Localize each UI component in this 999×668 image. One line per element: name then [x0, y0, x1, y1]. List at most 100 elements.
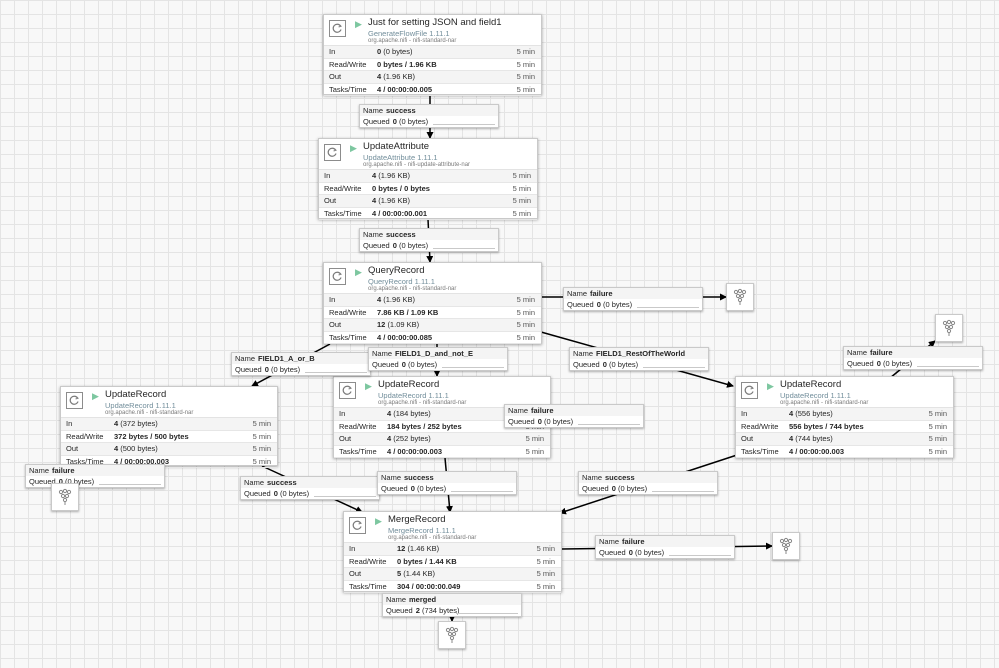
- processor-icon: [329, 268, 346, 285]
- processor-type: GenerateFlowFile 1.11.1: [368, 29, 450, 38]
- conn-queued-count: 0: [596, 300, 601, 309]
- funnel-f4[interactable]: [772, 532, 800, 560]
- funnel-f3[interactable]: [51, 483, 79, 511]
- stat-label-tasks: Tasks/Time: [741, 446, 779, 456]
- stat-label-in: In: [339, 409, 346, 418]
- processor-p4[interactable]: ▶ UpdateRecord UpdateRecord 1.11.1 org.a…: [60, 386, 278, 468]
- conn-queued-size: (0 bytes): [416, 484, 447, 493]
- processor-type: UpdateRecord 1.11.1: [105, 401, 176, 410]
- stat-window: 5 min: [252, 456, 271, 466]
- stat-window: 5 min: [516, 295, 535, 304]
- conn-name: failure: [52, 466, 75, 475]
- conn-queued-key: Queued: [582, 484, 609, 493]
- conn-queued-size: (0 bytes): [608, 360, 639, 369]
- processor-p3[interactable]: ▶ QueryRecord QueryRecord 1.11.1 org.apa…: [323, 262, 542, 344]
- processor-p2[interactable]: ▶ UpdateAttribute UpdateAttribute 1.11.1…: [318, 138, 538, 220]
- conn-queued-count: 0: [58, 477, 63, 486]
- stat-label-in: In: [329, 295, 336, 304]
- conn-name: success: [605, 473, 635, 482]
- processor-p1[interactable]: ▶ Just for setting JSON and field1 Gener…: [323, 14, 542, 96]
- stat-label-in: In: [324, 171, 331, 180]
- queue-bar: [305, 370, 367, 373]
- conn-name: failure: [622, 537, 645, 546]
- conn-name-key: Name: [381, 473, 402, 482]
- processor-bundle: org.apache.nifi - nifi-standard-nar: [378, 400, 467, 406]
- processor-p7[interactable]: ▶ MergeRecord MergeRecord 1.11.1 org.apa…: [343, 511, 562, 593]
- stat-label-out: Out: [339, 434, 352, 443]
- processor-bundle: org.apache.nifi - nifi-standard-nar: [388, 535, 477, 541]
- processor-icon: [66, 392, 83, 409]
- stat-rw: 0 bytes / 0 bytes: [372, 183, 430, 193]
- stat-window: 5 min: [516, 332, 535, 342]
- conn-name-key: Name: [386, 595, 407, 604]
- stat-window: 5 min: [516, 47, 535, 56]
- conn-queued-size: (0 bytes): [407, 360, 438, 369]
- stat-out: 4 (500 bytes): [114, 444, 158, 453]
- stat-label-tasks: Tasks/Time: [329, 84, 367, 94]
- processor-icon: [324, 144, 341, 161]
- stat-window: 5 min: [512, 183, 531, 193]
- processor-icon: [741, 382, 758, 399]
- stat-out: 12 (1.09 KB): [377, 320, 420, 329]
- conn-queued-size: (0 bytes): [882, 359, 913, 368]
- running-icon: ▶: [355, 19, 362, 29]
- stat-in: 4 (372 bytes): [114, 419, 158, 428]
- stat-label-in: In: [66, 419, 73, 428]
- stat-label-rw: Read/Write: [66, 431, 104, 441]
- conn-queued-count: 0: [876, 359, 881, 368]
- conn-name: FIELD1_A_or_B: [258, 354, 315, 363]
- stat-in: 4 (1.96 KB): [372, 171, 410, 180]
- funnel-f1[interactable]: [726, 283, 754, 311]
- stat-window: 5 min: [516, 72, 535, 81]
- stat-tasks: 4 / 00:00:00.085: [377, 332, 433, 342]
- stat-window: 5 min: [928, 446, 947, 456]
- stat-rw: 556 bytes / 744 bytes: [789, 421, 864, 431]
- funnel-f2[interactable]: [935, 314, 963, 342]
- conn-name-key: Name: [599, 537, 620, 546]
- stat-window: 5 min: [252, 431, 271, 441]
- running-icon: ▶: [350, 143, 357, 153]
- stat-label-tasks: Tasks/Time: [349, 581, 387, 591]
- queue-bar: [442, 365, 504, 368]
- stat-label-in: In: [349, 544, 356, 553]
- processor-type: UpdateRecord 1.11.1: [780, 391, 851, 400]
- conn-name: failure: [870, 348, 893, 357]
- stat-in: 4 (184 bytes): [387, 409, 431, 418]
- stat-in: 12 (1.46 KB): [397, 544, 440, 553]
- stat-label-in: In: [329, 47, 336, 56]
- conn-queued-count: 0: [410, 484, 415, 493]
- conn-queued-count: 0: [537, 417, 542, 426]
- stat-in: 4 (1.96 KB): [377, 295, 415, 304]
- funnel-icon: [58, 488, 72, 505]
- processor-p6[interactable]: ▶ UpdateRecord UpdateRecord 1.11.1 org.a…: [735, 376, 954, 458]
- conn-queued-key: Queued: [244, 489, 271, 498]
- stat-window: 5 min: [928, 421, 947, 431]
- stat-label-rw: Read/Write: [339, 421, 377, 431]
- stat-out: 4 (252 bytes): [387, 434, 431, 443]
- stat-label-rw: Read/Write: [329, 307, 367, 317]
- conn-name-key: Name: [363, 106, 384, 115]
- funnel-f5[interactable]: [438, 621, 466, 649]
- conn-queued-key: Queued: [29, 477, 56, 486]
- stat-window: 5 min: [516, 307, 535, 317]
- stat-rw: 0 bytes / 1.96 KB: [377, 59, 437, 69]
- stat-tasks: 304 / 00:00:00.049: [397, 581, 461, 591]
- processor-bundle: org.apache.nifi - nifi-update-attribute-…: [363, 162, 471, 168]
